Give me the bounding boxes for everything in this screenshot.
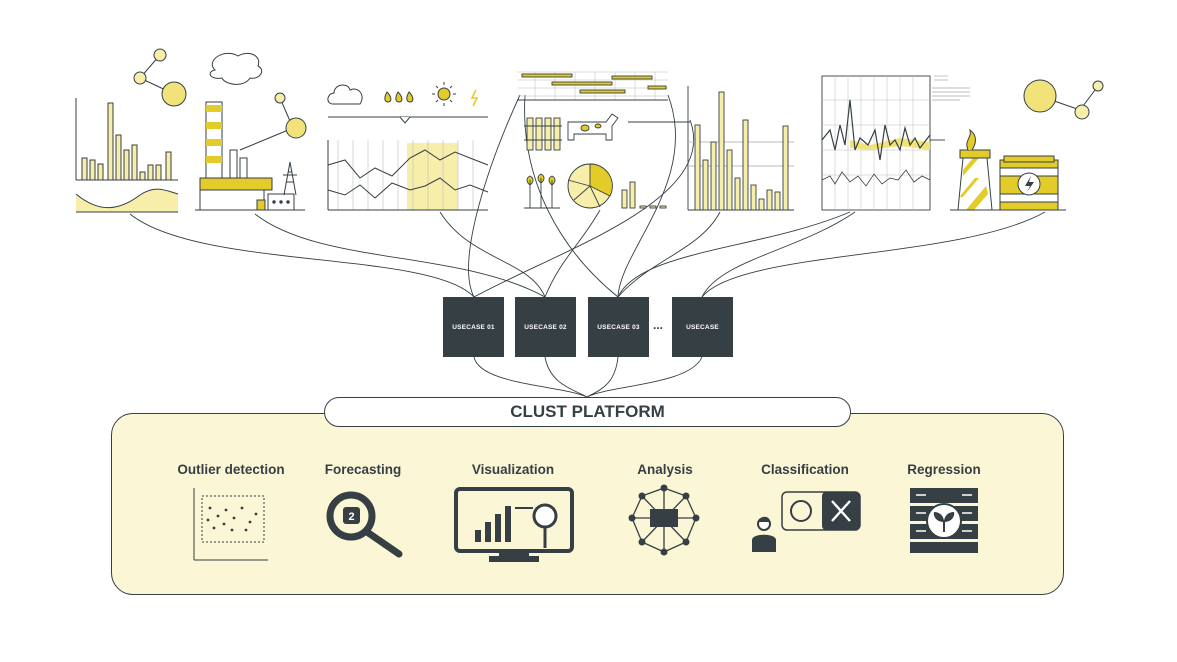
connector-line xyxy=(544,356,588,398)
platform-title: CLUST PLATFORM xyxy=(324,397,851,427)
connector-line xyxy=(473,119,694,298)
network-icon xyxy=(628,484,700,556)
connector-line xyxy=(617,211,721,298)
feature-label-outlier-detection: Outlier detection xyxy=(177,462,285,477)
connector-line xyxy=(129,213,475,298)
magnifier-icon: 2 xyxy=(326,491,403,558)
connector-line xyxy=(439,211,546,298)
feature-label-analysis: Analysis xyxy=(637,462,693,477)
connector-line xyxy=(617,94,676,298)
connector-line xyxy=(701,211,1046,298)
molecule-icon xyxy=(133,48,187,107)
battery-icon xyxy=(999,155,1059,211)
usecase-03-box[interactable]: USECASE 03 xyxy=(588,297,649,357)
forecast-badge: 2 xyxy=(348,511,354,523)
usecase-more-box[interactable]: USECASE xyxy=(672,297,733,357)
connector-line xyxy=(586,356,619,398)
power-plant-illustration xyxy=(950,128,1066,211)
connector-line xyxy=(617,211,851,298)
feature-label-forecasting: Forecasting xyxy=(324,462,402,477)
feature-label-classification: Classification xyxy=(761,462,849,477)
usecase-ellipsis: ... xyxy=(653,318,664,332)
connector-line xyxy=(468,94,521,298)
factory-illustration xyxy=(195,52,307,211)
feature-label-visualization: Visualization xyxy=(471,462,555,477)
feature-label-regression: Regression xyxy=(907,462,981,477)
signal-chart-illustration xyxy=(821,75,970,211)
molecule-icon xyxy=(1023,79,1104,120)
connector-line xyxy=(586,356,703,398)
usecase-02-box[interactable]: USECASE 02 xyxy=(515,297,576,357)
server-plant-icon xyxy=(910,488,978,553)
connector-line xyxy=(473,356,588,398)
bar-chart-illustration xyxy=(75,98,179,213)
farm-gantt-illustration xyxy=(517,71,690,209)
monitor-chart-icon xyxy=(454,487,574,562)
connector-line xyxy=(254,213,546,298)
person-choice-icon xyxy=(752,491,861,552)
usecase-01-box[interactable]: USECASE 01 xyxy=(443,297,504,357)
connector-line xyxy=(544,209,601,298)
bar-chart-illustration-2 xyxy=(687,86,794,211)
platform-panel xyxy=(111,413,1064,595)
scatter-plot-icon xyxy=(193,488,268,561)
weather-chart-illustration xyxy=(327,82,489,211)
connector-line xyxy=(701,211,856,298)
